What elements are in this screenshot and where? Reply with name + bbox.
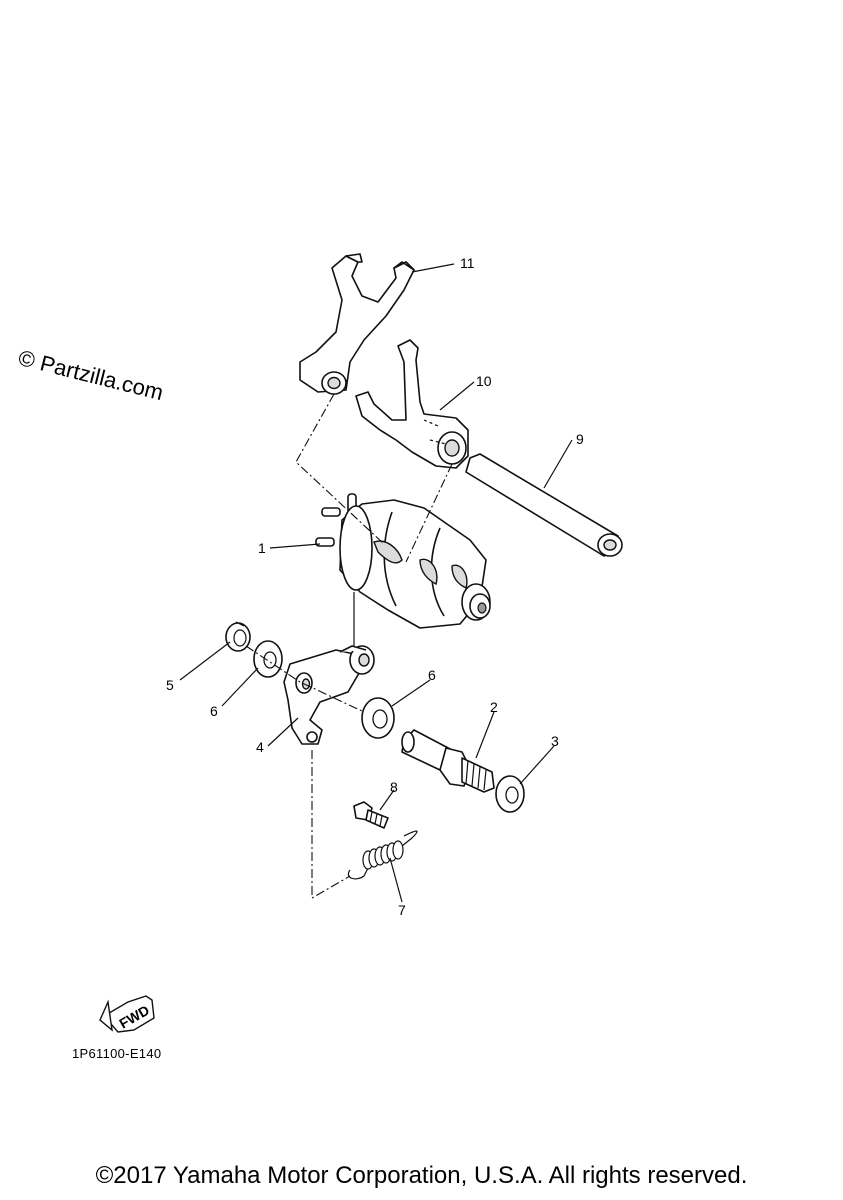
- copyright-notice: ©2017 Yamaha Motor Corporation, U.S.A. A…: [95, 1162, 748, 1189]
- callout-4: 4: [256, 739, 264, 755]
- part-2-bolt[interactable]: [401, 729, 495, 793]
- callout-labels: 11 10 9 1 5 6 4 6 2 3 8 7: [166, 255, 584, 918]
- fwd-arrow-icon: FWD: [99, 995, 155, 1033]
- part-9-guide-bar[interactable]: [465, 453, 623, 557]
- callout-5: 5: [166, 677, 174, 693]
- callout-9: 9: [576, 431, 584, 447]
- leader-lines: [179, 263, 573, 903]
- part-1-shift-drum[interactable]: [315, 493, 491, 629]
- part-6-washer-left[interactable]: [253, 640, 283, 678]
- part-3-washer[interactable]: [495, 775, 525, 813]
- callout-11: 11: [460, 255, 475, 271]
- part-4-stopper-lever[interactable]: [283, 645, 375, 745]
- callout-6-right: 6: [428, 667, 436, 683]
- part-6-washer-right[interactable]: [361, 697, 395, 739]
- assembly-lines: [245, 393, 453, 899]
- figure-code: 1P61100-E140: [72, 1046, 162, 1061]
- callout-1: 1: [258, 540, 266, 556]
- part-5-circlip[interactable]: [225, 621, 251, 652]
- callout-7: 7: [398, 902, 406, 918]
- part-10-shift-fork[interactable]: [355, 339, 469, 469]
- callout-10: 10: [476, 373, 492, 389]
- callout-2: 2: [490, 699, 498, 715]
- callout-8: 8: [390, 779, 398, 795]
- callout-3: 3: [551, 733, 559, 749]
- part-7-spring[interactable]: [347, 830, 418, 880]
- callout-6-left: 6: [210, 703, 218, 719]
- part-11-shift-fork[interactable]: [299, 253, 415, 395]
- part-8-bolt[interactable]: [353, 801, 389, 829]
